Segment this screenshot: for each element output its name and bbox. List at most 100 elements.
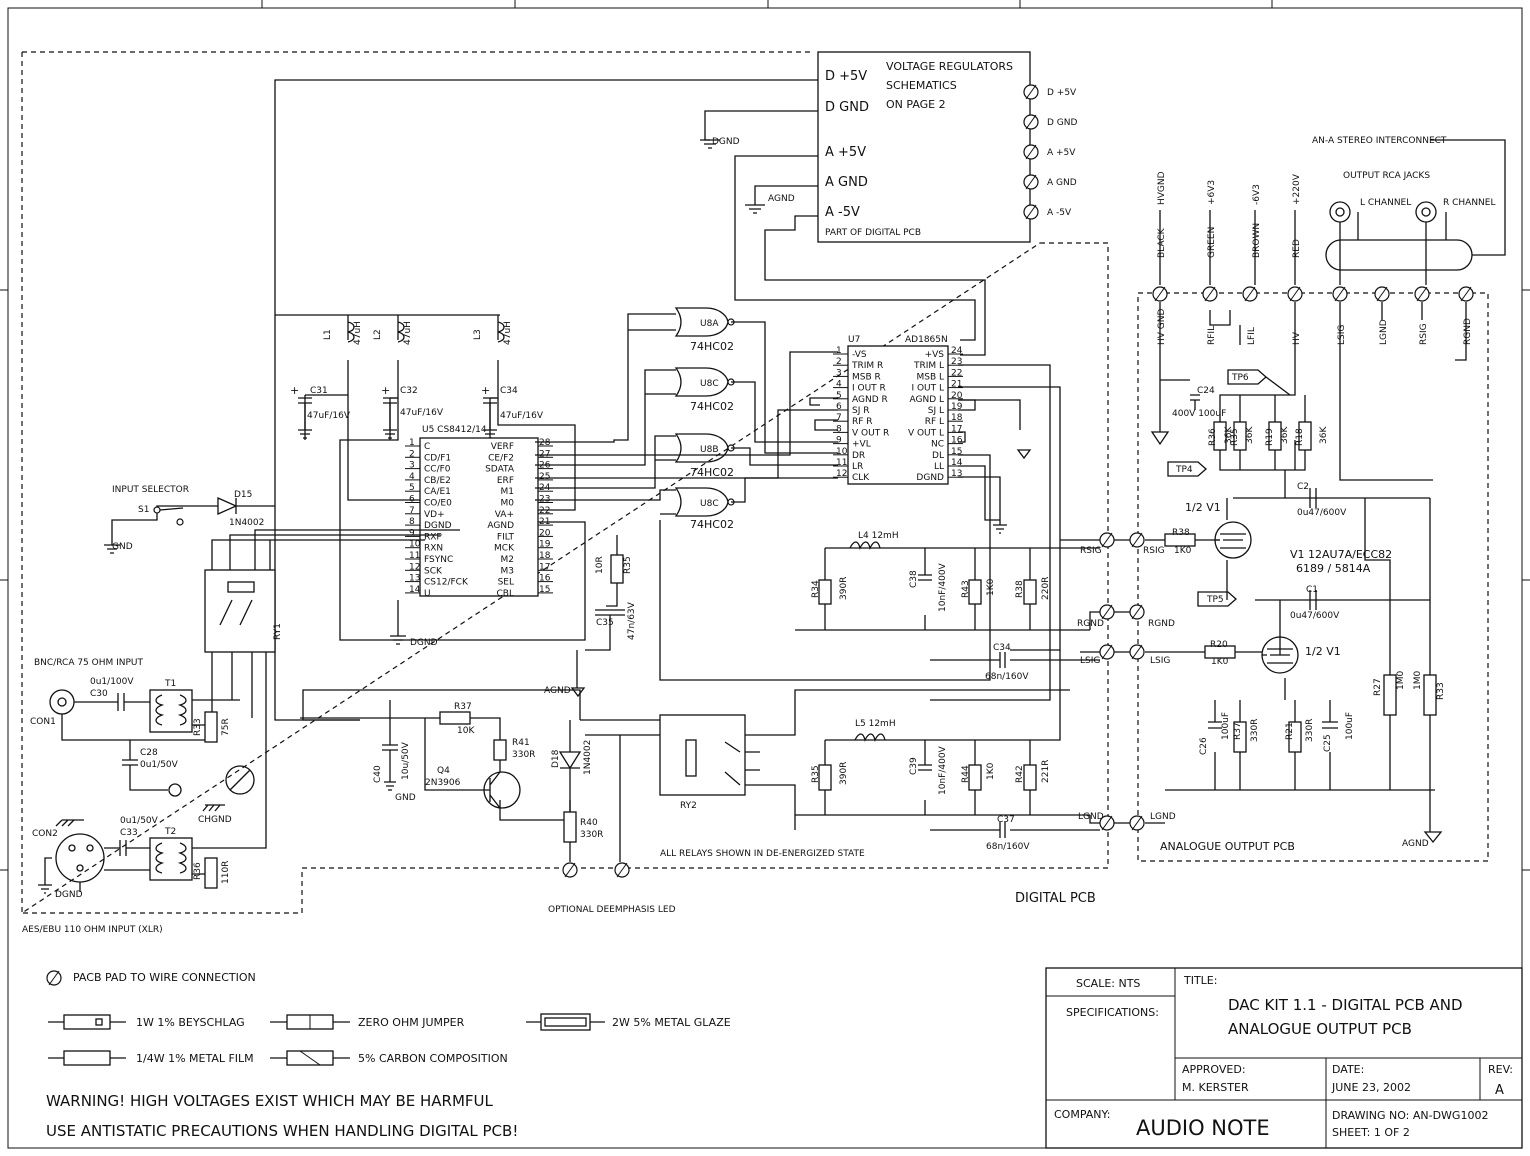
r37-resistor <box>439 711 471 725</box>
analogue-pcb-outline <box>1137 292 1489 862</box>
reg-note-2: SCHEMATICS <box>886 79 957 92</box>
lgnd-left: LGND <box>1078 812 1104 822</box>
u5-pin-num: 16 <box>539 574 551 584</box>
v1b-label: 1/2 V1 <box>1305 645 1341 658</box>
u5-pin-name: SDATA <box>485 465 515 475</box>
legend-metal-film-icon <box>63 1050 111 1066</box>
u7-pin-num: 17 <box>951 424 962 434</box>
agnd-right-label: AGND <box>1402 839 1429 849</box>
legend-pad-label: PACB PAD TO WIRE CONNECTION <box>73 971 256 984</box>
u7-pin-name: MSB L <box>916 372 944 382</box>
r37a-label: R37 <box>1233 722 1243 740</box>
pcb-pin-label: LFIL <box>1247 327 1257 345</box>
c25-label: C25 <box>1323 734 1333 752</box>
agnd-mid-label: AGND <box>544 686 571 696</box>
u7-pin-name: RF R <box>852 417 873 427</box>
interconnect-pads <box>1060 532 1145 831</box>
r35-c35: 10R R35 C35 47n/63V <box>585 535 637 651</box>
q4-value: 2N3906 <box>425 778 461 788</box>
c34-label: C34 <box>500 386 518 396</box>
tp4-label: TP4 <box>1175 465 1193 475</box>
c2-value: 0u47/600V <box>1297 508 1347 518</box>
u5-pin-num: 6 <box>409 495 415 505</box>
deemphasis-pads <box>562 862 630 878</box>
v1-label: V1 12AU7A/ECC82 <box>1290 548 1392 561</box>
c34b-label: C34 <box>993 643 1011 653</box>
u7-pin-name: I OUT L <box>911 384 944 394</box>
relay-ry1: RY1 <box>204 529 460 720</box>
c34-value: 47uF/16V <box>500 411 544 421</box>
c40-label: C40 <box>373 765 383 783</box>
u5-pin-num: 13 <box>409 574 420 584</box>
u5-pin-num: 3 <box>409 461 415 471</box>
svg-text:+: + <box>381 384 390 397</box>
u5-pin-name: DGND <box>424 521 452 531</box>
drawing-number: DRAWING NO: AN-DWG1002 <box>1332 1109 1488 1122</box>
r36-input: R36 110R <box>193 857 231 889</box>
r41-value: 330R <box>512 750 535 760</box>
reg-out-2: D GND <box>1047 118 1077 128</box>
reg-pin-agnd: A GND <box>825 175 868 190</box>
u5-pin-num: 15 <box>539 585 550 595</box>
u5-pin-num: 11 <box>409 551 420 561</box>
r33-input: R33 75R <box>193 711 231 743</box>
r27-label: R27 <box>1373 678 1383 696</box>
u7-pin-num: 8 <box>836 424 842 434</box>
r19-value: 36K <box>1280 426 1290 444</box>
u8d-type: 74HC02 <box>690 518 734 531</box>
scale-label: SCALE: NTS <box>1076 977 1140 990</box>
r20-value: 1K0 <box>1211 657 1229 667</box>
l3-value: 47uH <box>503 321 513 345</box>
u5-pin-num: 12 <box>409 562 420 572</box>
l2-label: L2 <box>373 329 383 340</box>
legend-beyschlag-label: 1W 1% BEYSCHLAG <box>136 1016 245 1029</box>
c28-label: C28 <box>140 748 158 758</box>
c31-label: C31 <box>310 386 328 396</box>
lsig-left: LSIG <box>1080 656 1100 666</box>
d15-value: 1N4002 <box>229 518 264 528</box>
u7-pin-num: 19 <box>951 402 963 412</box>
title-line-1: DAC KIT 1.1 - DIGITAL PCB AND <box>1228 996 1463 1014</box>
u5-pin-name: CA/E1 <box>424 487 451 497</box>
r40-value: 330R <box>580 830 603 840</box>
u7-pin-name: CLK <box>852 473 870 483</box>
u5-pin-num: 25 <box>539 472 550 482</box>
reg-note-3: ON PAGE 2 <box>886 98 946 111</box>
u7-pin-num: 18 <box>951 413 963 423</box>
bnc-connector <box>49 689 205 791</box>
u5-pin-name: CD/F1 <box>424 453 451 463</box>
r20-label: R20 <box>1210 640 1228 650</box>
u7-pin-name: SJ L <box>928 406 944 416</box>
s1-label: S1 <box>138 505 149 515</box>
u8d-label: U8C <box>700 499 719 509</box>
sheet-border <box>7 7 1523 1149</box>
c37-label: C37 <box>997 815 1015 825</box>
c40-value: 10u/50V <box>401 741 411 780</box>
u7-pin-name: V OUT L <box>908 428 944 438</box>
analogue-wiring <box>1145 302 1467 844</box>
dgnd-u5-symbol <box>390 600 406 645</box>
title-block: SCALE: NTS TITLE: SPECIFICATIONS: DAC KI… <box>1045 967 1523 1149</box>
u5-pin-num: 7 <box>409 506 415 516</box>
u8c-type: 74HC02 <box>690 400 734 413</box>
c28-value: 0u1/50V <box>140 760 179 770</box>
c35-value: 47n/63V <box>627 601 637 640</box>
u5-pin-name: U <box>424 589 431 599</box>
r41-label: R41 <box>512 738 530 748</box>
l5-label: L5 12mH <box>855 719 896 729</box>
r43-label: R43 <box>961 580 971 598</box>
v1a-label: 1/2 V1 <box>1185 501 1221 514</box>
r44-value: 1K0 <box>986 762 996 780</box>
r-channel-label: R CHANNEL <box>1443 198 1496 208</box>
r36a-label: R36 <box>1208 428 1218 446</box>
d18-label: D18 <box>551 749 561 768</box>
pcb-pin-label: LSIG <box>1337 325 1347 345</box>
rev-label: REV: <box>1488 1063 1513 1076</box>
r35b-label: R35 <box>811 765 821 783</box>
c33-value: 0u1/50V <box>120 816 159 826</box>
u7-pin-name: MSB R <box>852 372 881 382</box>
title-line-2: ANALOGUE OUTPUT PCB <box>1228 1020 1412 1038</box>
wire-top-label: +220V <box>1292 173 1302 205</box>
